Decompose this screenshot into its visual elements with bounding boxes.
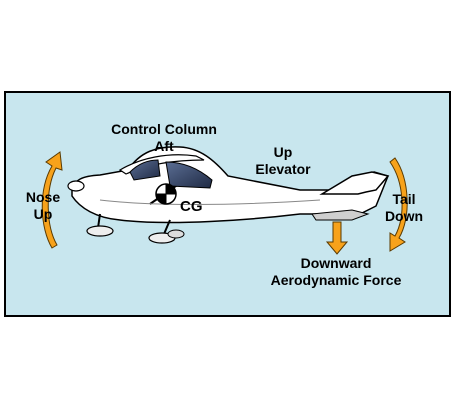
downward-force-label-line1: Downward — [301, 255, 372, 271]
nose-up-arrow-icon — [41, 151, 63, 249]
up-elevator-label-line2: Elevator — [255, 161, 311, 177]
up-elevator-label-line1: Up — [274, 144, 293, 160]
tail-down-label-line2: Down — [385, 208, 423, 224]
control-column-label-line2: Aft — [154, 138, 174, 154]
tail-fin — [319, 171, 390, 195]
elevator — [311, 209, 370, 221]
front-window — [129, 159, 161, 181]
cg-label: CG — [180, 198, 203, 215]
nose-up-label-line1: Nose — [26, 189, 60, 205]
cg-symbol-icon — [155, 183, 177, 205]
nose-up-label-line2: Up — [34, 206, 53, 222]
tail-down-label-line1: Tail — [392, 191, 415, 207]
tail-down-arrow-icon — [389, 157, 408, 252]
propeller-spinner — [67, 180, 85, 192]
downward-force-arrow-icon — [325, 221, 349, 255]
nose-wheel — [86, 225, 114, 237]
control-column-label-line1: Control Column — [111, 121, 217, 137]
downward-force-label-line2: Aerodynamic Force — [271, 272, 402, 288]
side-window — [165, 161, 213, 189]
